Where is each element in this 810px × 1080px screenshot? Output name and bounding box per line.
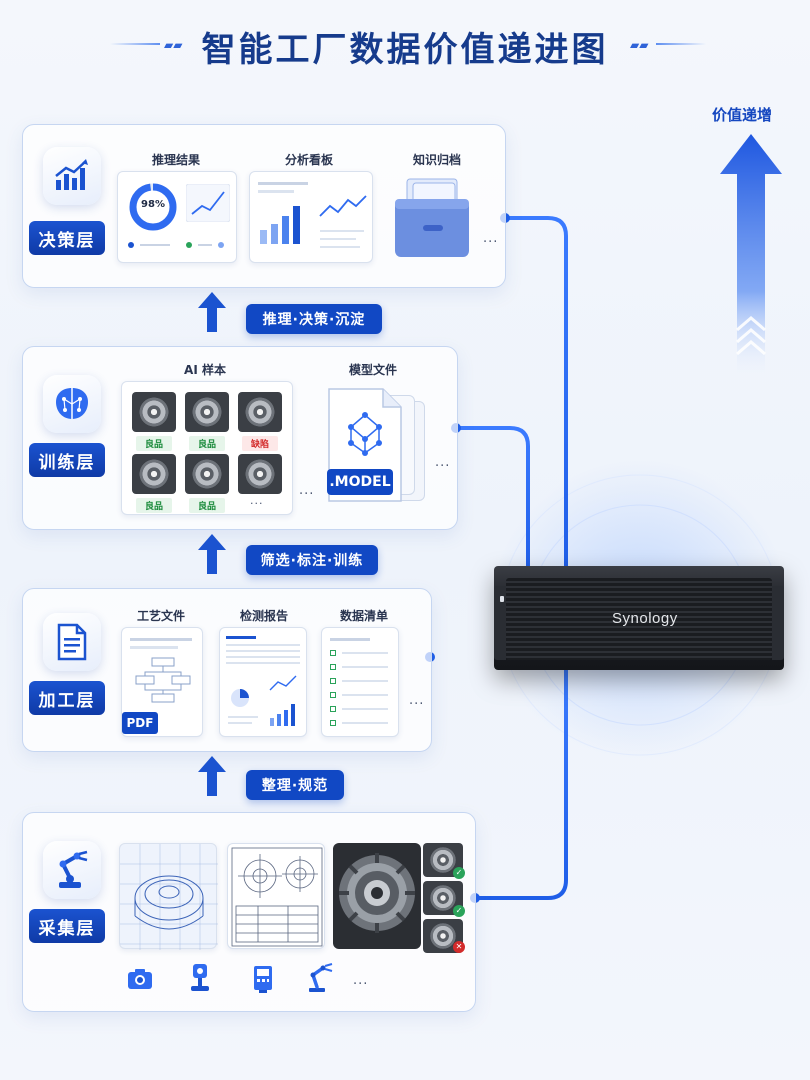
model-file-icon: .MODEL — [325, 387, 429, 509]
up-arrow-3 — [198, 756, 226, 796]
donut-chart — [129, 183, 177, 231]
step-pill-organize: 整理·规范 — [246, 770, 344, 800]
inspection-report-caption: 检测报告 — [239, 609, 288, 623]
inspection-report-card — [219, 627, 307, 737]
process-file-caption: 工艺文件 — [136, 609, 185, 623]
sample-image — [132, 392, 176, 432]
archive-box-icon — [389, 175, 475, 261]
sample-image — [185, 454, 229, 494]
training-layer-label: 训练层 — [29, 443, 105, 477]
decision-more: ... — [483, 231, 499, 246]
processing-more: ... — [409, 693, 425, 708]
collection-more: ... — [353, 973, 369, 988]
sample-image — [238, 392, 282, 432]
sample-image — [238, 454, 282, 494]
sample-tag-defect: 缺陷 — [242, 436, 278, 451]
server-front-grille — [506, 578, 772, 660]
donut-percent: 98% — [141, 199, 165, 210]
gear-photo — [333, 843, 421, 949]
step-pill-training: 筛选·标注·训练 — [246, 545, 378, 575]
server-brand-logo: Synology — [612, 610, 678, 627]
blueprint-card — [119, 843, 218, 950]
data-list-caption: 数据清单 — [339, 609, 388, 623]
server-right-handle — [772, 586, 784, 660]
technical-drawing-card — [227, 843, 325, 949]
sample-tag: 良品 — [136, 498, 172, 513]
blueprint-drawing — [120, 844, 218, 950]
process-file-card: PDF — [121, 627, 203, 737]
sample-image — [185, 392, 229, 432]
archive-caption: 知识归档 — [412, 153, 461, 167]
nas-server: Synology — [494, 566, 784, 670]
meter-device-icon — [254, 966, 272, 993]
camera-icon — [128, 969, 152, 989]
value-axis-label: 价值递增 — [712, 106, 773, 124]
decision-layer-label: 决策层 — [29, 221, 105, 255]
dashboard-caption: 分析看板 — [284, 153, 333, 167]
report-charts — [228, 675, 297, 726]
pdf-badge: PDF — [122, 712, 158, 734]
robot-arm-small-icon — [309, 963, 333, 992]
pass-check-icon: ✓ — [453, 905, 465, 917]
inference-result-caption: 推理结果 — [151, 153, 200, 167]
pass-check-icon: ✓ — [453, 867, 465, 879]
title-right-decoration: ▰▰ — [630, 38, 710, 52]
value-increase-arrow — [720, 134, 782, 376]
power-button — [500, 596, 504, 602]
mini-line-chart — [186, 184, 230, 222]
sample-more: ... — [250, 494, 264, 507]
step-pill-inference: 推理·决策·沉淀 — [246, 304, 382, 334]
robot-arm-icon — [43, 841, 101, 899]
document-icon — [43, 613, 101, 671]
processing-layer-label: 加工层 — [29, 681, 105, 715]
page-title: 智能工厂数据价值递进图 — [201, 30, 609, 70]
model-file-caption: 模型文件 — [348, 363, 397, 377]
data-list-card — [321, 627, 399, 737]
ai-samples-card: 良品 良品 缺陷 良品 良品 ... — [121, 381, 293, 515]
model-badge: .MODEL — [327, 469, 393, 495]
training-layer-panel: 训练层 AI 样本 良品 良品 缺陷 良品 良品 ... ... 模型文件 — [22, 346, 458, 530]
dashboard-card — [249, 171, 373, 263]
fail-cross-icon: ✕ — [453, 941, 465, 953]
sample-image — [132, 454, 176, 494]
process-flow-diagram — [135, 657, 191, 703]
training-more: ... — [435, 455, 451, 470]
growth-chart-icon — [43, 147, 101, 205]
technical-drawing — [231, 847, 323, 947]
title-left-decoration: ▰▰ — [110, 38, 190, 52]
collection-layer-panel: 采集层 — [22, 812, 476, 1012]
dashboard-bars — [260, 206, 300, 244]
processing-layer-panel: 加工层 工艺文件 PDF 检测报告 — [22, 588, 432, 752]
collection-layer-label: 采集层 — [29, 909, 105, 943]
sensor-scanner-icon — [191, 964, 209, 991]
dashboard-line — [319, 195, 367, 217]
up-arrow-2 — [198, 534, 226, 574]
up-arrow-1 — [198, 292, 226, 332]
decision-layer-panel: 决策层 推理结果 98% 分析看板 知识归档 — [22, 124, 506, 288]
server-left-handle — [494, 586, 506, 660]
sample-tag: 良品 — [136, 436, 172, 451]
sample-tag: 良品 — [189, 498, 225, 513]
ai-samples-caption: AI 样本 — [184, 363, 226, 377]
samples-more: ... — [299, 483, 315, 498]
inference-result-card: 98% — [117, 171, 237, 263]
sample-tag: 良品 — [189, 436, 225, 451]
brain-network-icon — [43, 375, 101, 433]
